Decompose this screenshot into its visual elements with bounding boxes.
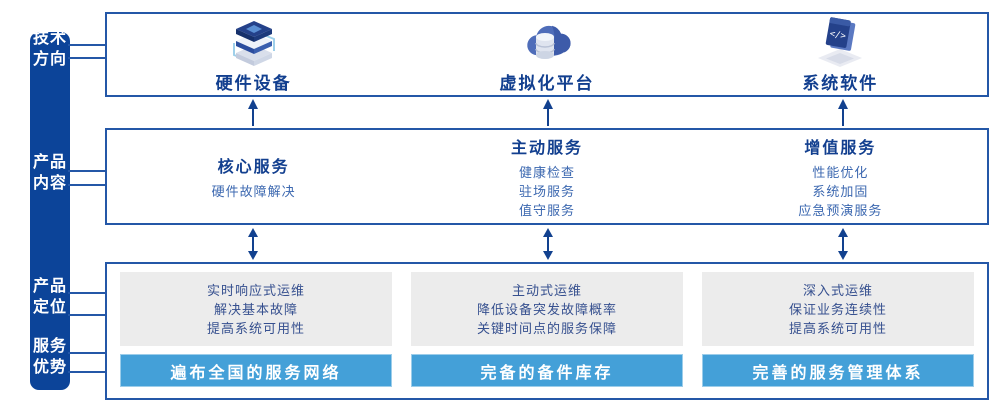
positioning-box: 深入式运维 保证业务连续性 提高系统可用性 [702, 272, 974, 346]
connector-line [68, 184, 106, 186]
software-window-icon: </> [812, 15, 868, 67]
sidebar-label-product-position: 产品定位 [32, 278, 67, 316]
content-title: 核心服务 [217, 158, 290, 176]
connector-line [68, 352, 106, 354]
tech-column-virtualization: 虚拟化平台 [400, 14, 693, 95]
positioning-line: 提高系统可用性 [788, 320, 887, 336]
content-title: 增值服务 [804, 139, 877, 157]
tech-label-virtualization: 虚拟化平台 [499, 74, 595, 93]
double-arrow-icon [246, 228, 260, 260]
advantage-bar: 完备的备件库存 [411, 354, 683, 387]
tech-label-software: 系统软件 [802, 74, 879, 93]
content-title: 主动服务 [510, 139, 583, 157]
hardware-stack-icon [226, 15, 282, 67]
content-item: 系统加固 [812, 183, 869, 199]
connector-line [68, 170, 106, 172]
positioning-line: 主动式运维 [511, 282, 582, 298]
tech-column-hardware: 硬件设备 [107, 14, 400, 95]
sidebar-label-tech-direction: 技术方向 [32, 30, 67, 68]
content-item: 应急预演服务 [798, 202, 883, 218]
sidebar-label-product-content: 产品内容 [32, 154, 67, 192]
content-item: 健康检查 [518, 164, 575, 180]
advantage-bar: 遍布全国的服务网络 [120, 354, 392, 387]
connector-line [68, 292, 106, 294]
advantage-bar: 完善的服务管理体系 [702, 354, 974, 387]
svg-text:</>: </> [829, 29, 847, 42]
positioning-line: 实时响应式运维 [206, 282, 305, 298]
content-column-core: 核心服务 硬件故障解决 [107, 130, 400, 223]
double-arrow-icon [541, 228, 555, 260]
double-arrow-icon [836, 228, 850, 260]
content-column-value-added: 增值服务 性能优化 系统加固 应急预演服务 [694, 130, 987, 223]
up-arrow-icon [541, 99, 555, 127]
positioning-line: 降低设备突发故障概率 [476, 301, 617, 317]
sidebar-label-service-advantage: 服务优势 [32, 338, 67, 376]
positioning-line: 保证业务连续性 [788, 301, 887, 317]
positioning-box: 实时响应式运维 解决基本故障 提高系统可用性 [120, 272, 392, 346]
product-content-box: 核心服务 硬件故障解决 主动服务 健康检查 驻场服务 值守服务 增值服务 性能优… [105, 128, 989, 225]
connector-line [68, 57, 106, 59]
up-arrow-icon [836, 99, 850, 127]
connector-line [68, 371, 106, 373]
positioning-line: 提高系统可用性 [206, 320, 305, 336]
content-item: 硬件故障解决 [211, 183, 296, 199]
positioning-line: 关键时间点的服务保障 [476, 320, 617, 336]
positioning-advantage-box: 实时响应式运维 解决基本故障 提高系统可用性 遍布全国的服务网络 主动式运维 降… [105, 262, 989, 400]
tech-column-software: </> 系统软件 [694, 14, 987, 95]
cloud-database-icon [519, 15, 575, 67]
sidebar: 技术方向 产品内容 产品定位 服务优势 [30, 30, 70, 390]
bottom-column-deep: 深入式运维 保证业务连续性 提高系统可用性 完善的服务管理体系 [702, 272, 974, 398]
positioning-line: 解决基本故障 [213, 301, 298, 317]
bottom-column-proactive: 主动式运维 降低设备突发故障概率 关键时间点的服务保障 完备的备件库存 [411, 272, 683, 398]
content-item: 性能优化 [812, 164, 869, 180]
positioning-box: 主动式运维 降低设备突发故障概率 关键时间点的服务保障 [411, 272, 683, 346]
content-column-proactive: 主动服务 健康检查 驻场服务 值守服务 [400, 130, 693, 223]
up-arrow-icon [246, 99, 260, 127]
tech-direction-box: 硬件设备 虚拟化平台 [105, 12, 989, 97]
positioning-line: 深入式运维 [802, 282, 873, 298]
connector-line [68, 314, 106, 316]
bottom-column-realtime: 实时响应式运维 解决基本故障 提高系统可用性 遍布全国的服务网络 [120, 272, 392, 398]
connector-line [68, 44, 106, 46]
content-item: 驻场服务 [518, 183, 575, 199]
content-item: 值守服务 [518, 202, 575, 218]
tech-label-hardware: 硬件设备 [215, 74, 292, 93]
